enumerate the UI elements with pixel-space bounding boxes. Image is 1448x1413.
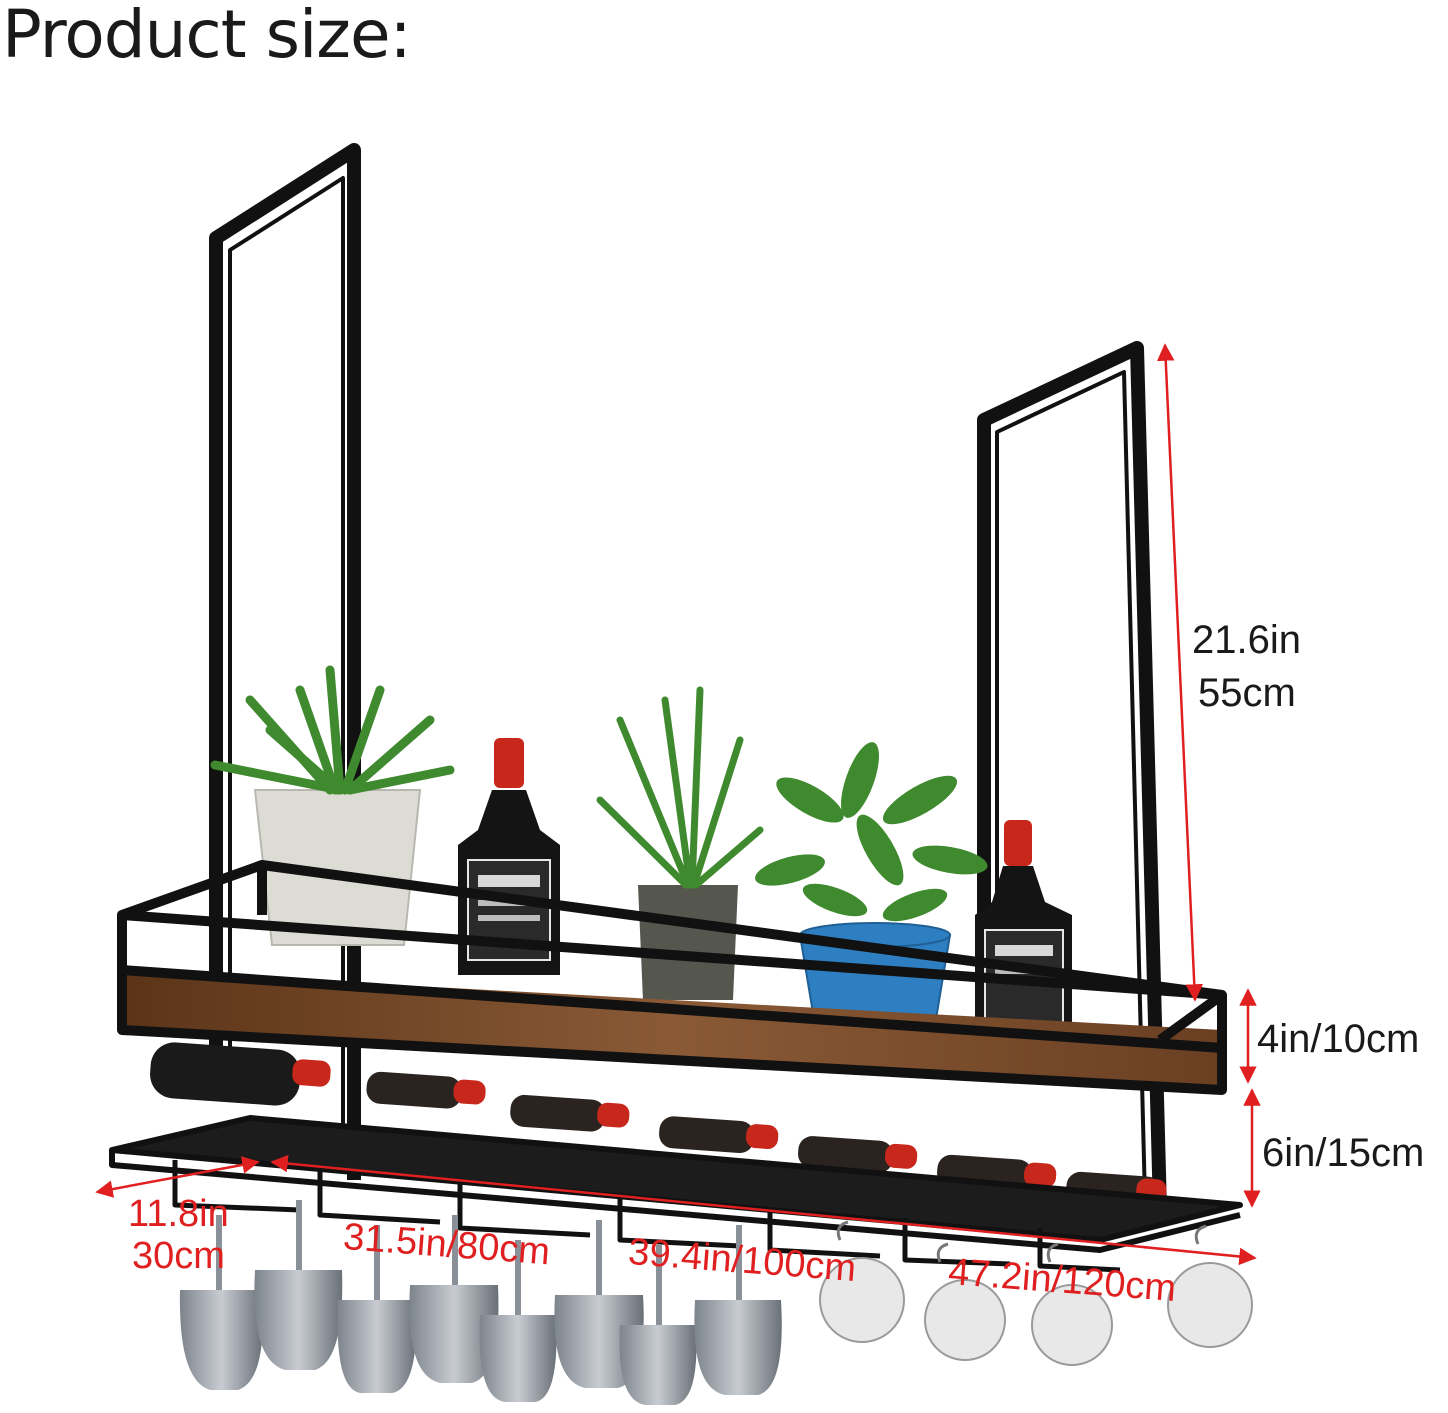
hanging-mugs — [819, 1220, 1253, 1366]
shelf-gap-label: 6in/15cm — [1262, 1131, 1425, 1175]
plant-right — [755, 742, 988, 1026]
shelf-depth-label: 4in/10cm — [1257, 1017, 1420, 1061]
plant-left — [210, 665, 455, 946]
right-hanger — [977, 341, 1167, 1211]
dimension-lines — [95, 343, 1261, 1266]
width-30-in-label: 11.8in — [128, 1193, 229, 1235]
width-total-dimension-line — [270, 1154, 1257, 1266]
height-dimension-line — [1156, 343, 1204, 1002]
width-30-label: 11.8in 30cm — [128, 1193, 229, 1278]
height-label: 21.6in 55cm — [1192, 614, 1301, 720]
left-hanger — [209, 143, 361, 1180]
width-30-cm-label: 30cm — [132, 1234, 225, 1277]
plant-middle — [596, 686, 764, 1000]
height-in-label: 21.6in — [1192, 618, 1301, 662]
upper-shelf — [117, 860, 1227, 1095]
width-30-dimension-line — [95, 1156, 260, 1198]
height-cm-label: 55cm — [1198, 670, 1296, 715]
page-title: Product size: — [2, 0, 412, 73]
